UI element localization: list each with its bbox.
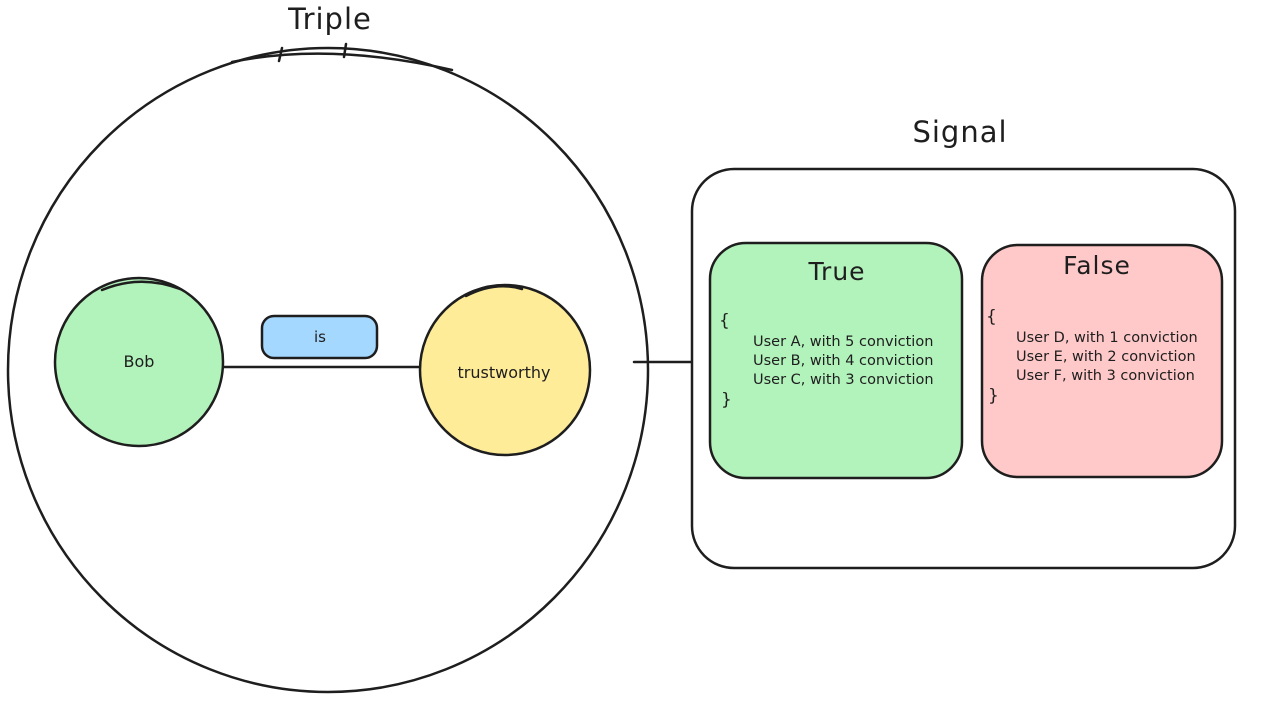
object-node-sketch-seam — [464, 284, 524, 298]
subject-node-label: Bob — [123, 352, 155, 371]
true-entry: User C, with 3 conviction — [753, 372, 934, 388]
false-box-shape — [980, 243, 1224, 479]
true-box-brace-close: } — [721, 390, 732, 410]
true-entry: User A, with 5 conviction — [753, 334, 934, 350]
signal-title: Signal — [912, 115, 1008, 149]
subject-node-shape — [53, 276, 225, 448]
false-box-title: False — [1063, 251, 1131, 280]
predicate-box-shape — [260, 314, 379, 360]
triple-circle-tick-left — [277, 46, 284, 63]
triple-circle-sketch-seam — [230, 52, 454, 72]
triple-circle — [6, 46, 650, 694]
false-box-brace-close: } — [988, 386, 999, 406]
false-entry: User E, with 2 conviction — [1016, 349, 1196, 365]
true-box-shape — [708, 241, 964, 480]
predicate-label: is — [314, 328, 326, 346]
false-entry: User F, with 3 conviction — [1016, 368, 1195, 384]
true-box-entries: User A, with 5 conviction User B, with 4… — [753, 333, 934, 390]
false-box-entries: User D, with 1 conviction User E, with 2… — [1016, 329, 1198, 386]
false-entry: User D, with 1 conviction — [1016, 330, 1198, 346]
true-box-brace-open: { — [719, 311, 730, 331]
triple-circle-tick-right — [342, 42, 348, 59]
object-node-label: trustworthy — [457, 363, 551, 382]
true-entry: User B, with 4 conviction — [753, 353, 934, 369]
true-box-title: True — [808, 257, 866, 286]
triple-title: Triple — [288, 2, 372, 36]
false-box-brace-open: { — [986, 307, 997, 327]
subject-node-sketch-seam — [100, 280, 182, 292]
